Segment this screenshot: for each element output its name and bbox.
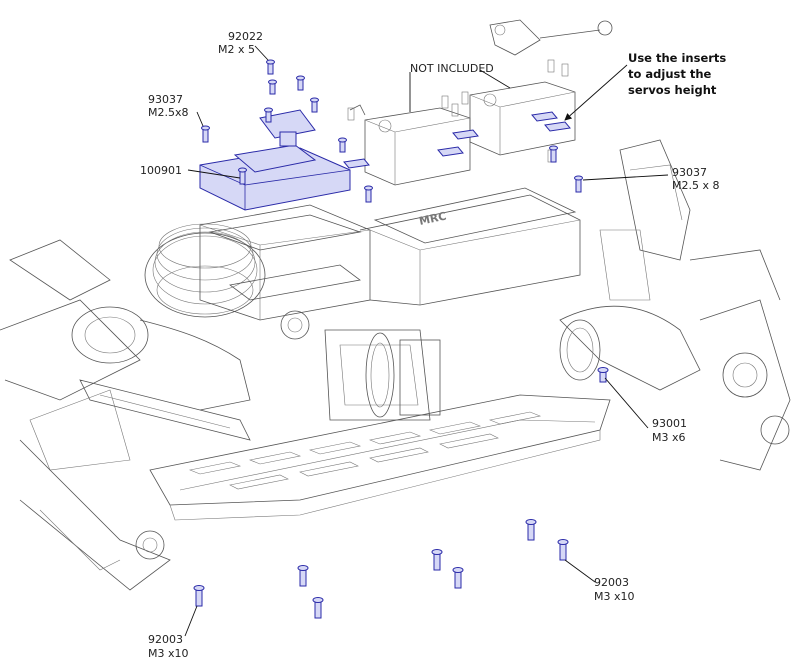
- svg-text:100901: 100901: [140, 164, 182, 177]
- radio-tray-100901: [199, 109, 351, 211]
- label-92022: 92022 M2 x 5: [218, 30, 263, 56]
- svg-text:NOT INCLUDED: NOT INCLUDED: [410, 62, 494, 75]
- radio-box: MRC: [199, 187, 581, 321]
- svg-text:M3 x6: M3 x6: [652, 431, 686, 444]
- rear-suspension: [559, 139, 791, 471]
- label-use-inserts: Use the inserts to adjust the servos hei…: [628, 51, 726, 97]
- screws-blue-m25x8: [201, 125, 583, 203]
- label-92003-left: 92003 M3 x10: [148, 633, 189, 660]
- servo-inserts: [343, 111, 571, 169]
- svg-text:M2.5x8: M2.5x8: [148, 106, 189, 119]
- drivetrain-gear: [324, 329, 441, 421]
- svg-text:M3 x10: M3 x10: [148, 647, 189, 660]
- screws-blue-m3x10: [193, 519, 569, 619]
- svg-text:93001: 93001: [652, 417, 687, 430]
- screws-blue-m2x5: [264, 59, 347, 153]
- label-not-included: NOT INCLUDED: [410, 62, 494, 75]
- label-93037-left: 93037 M2.5x8: [148, 93, 189, 119]
- svg-text:92003: 92003: [594, 576, 629, 589]
- svg-text:Use the inserts: Use the inserts: [628, 51, 726, 65]
- leader-lines: [184, 45, 669, 637]
- svg-text:M2 x 5: M2 x 5: [218, 43, 255, 56]
- servo-saver-linkage: [489, 19, 613, 56]
- label-92003-right: 92003 M3 x10: [594, 576, 635, 603]
- svg-text:servos height: servos height: [628, 83, 717, 97]
- engine: [71, 223, 310, 411]
- label-93001: 93001 M3 x6: [652, 417, 687, 444]
- screw-blue-m3x6: [597, 367, 609, 383]
- svg-text:to adjust the: to adjust the: [628, 67, 712, 81]
- svg-text:92022: 92022: [228, 30, 263, 43]
- svg-text:M2.5 x 8: M2.5 x 8: [672, 179, 720, 192]
- servo-left: [349, 104, 471, 186]
- svg-text:92003: 92003: [148, 633, 183, 646]
- svg-text:93037: 93037: [672, 166, 707, 179]
- label-93037-right: 93037 M2.5 x 8: [672, 166, 720, 192]
- svg-text:93037: 93037: [148, 93, 183, 106]
- chassis-plate: [149, 394, 611, 521]
- svg-text:MRC: MRC: [418, 210, 448, 228]
- label-100901: 100901: [140, 164, 182, 177]
- front-suspension: [0, 239, 251, 591]
- servo-right: [469, 81, 576, 156]
- svg-text:M3 x10: M3 x10: [594, 590, 635, 603]
